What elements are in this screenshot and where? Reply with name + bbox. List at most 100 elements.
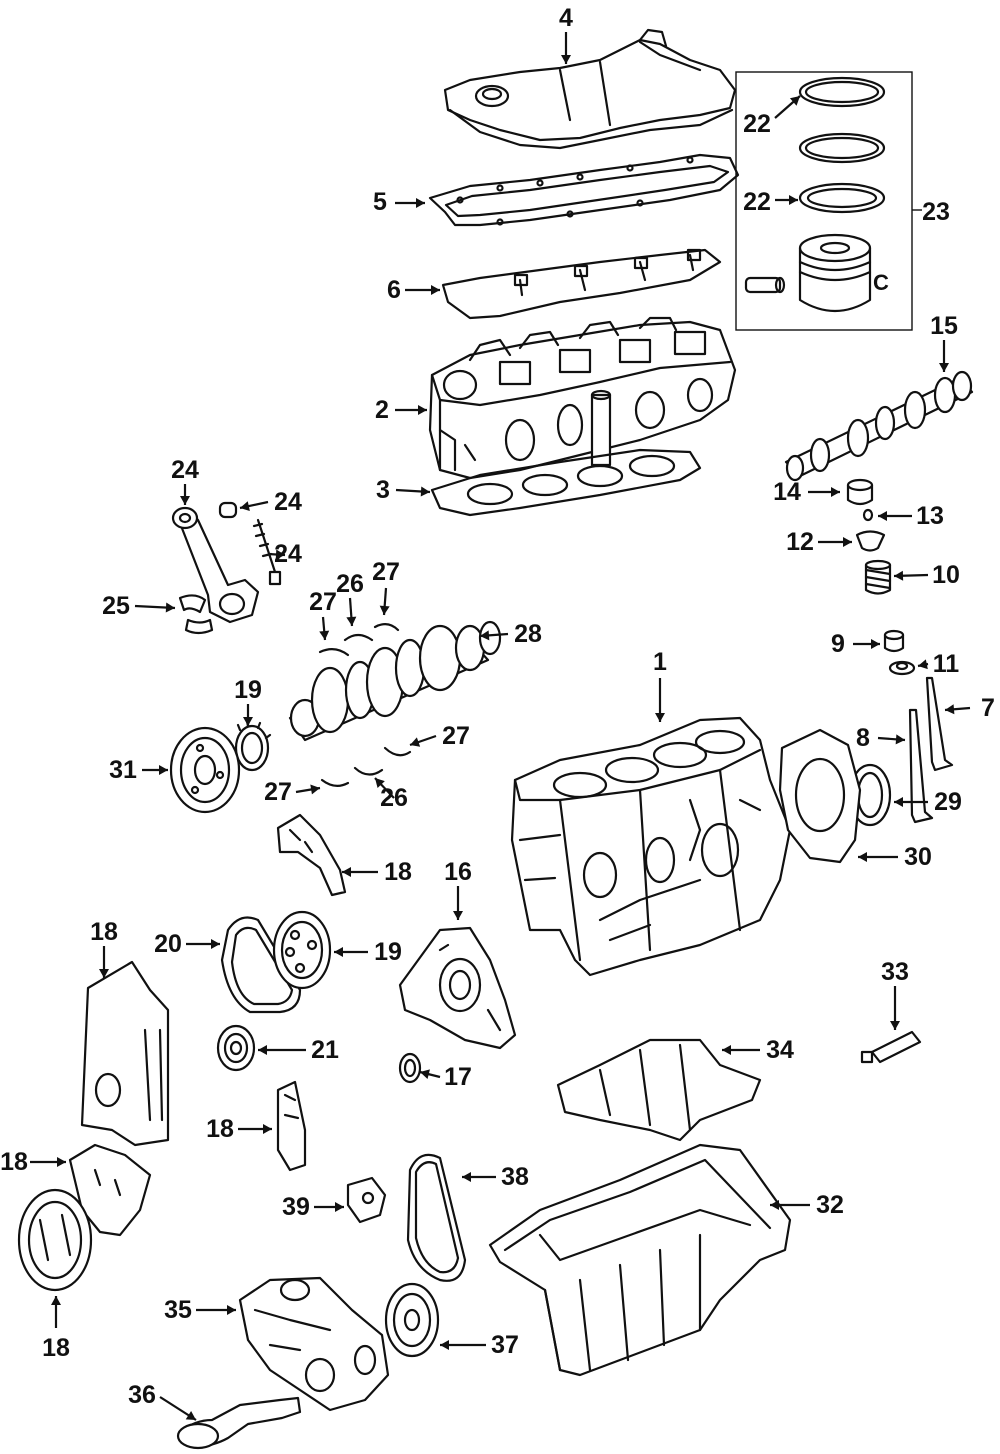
part-oil-pan	[488, 1143, 792, 1377]
part-timing-belt	[220, 916, 302, 1014]
callout-c6: 6	[387, 276, 401, 304]
arrowhead-c20	[211, 939, 220, 949]
part-timing-cover-upper	[276, 813, 347, 897]
arrowhead-c24c	[275, 549, 285, 560]
callout-c18e: 18	[42, 1334, 70, 1362]
arrowhead-c22b	[789, 195, 798, 205]
callout-c16: 16	[444, 858, 472, 886]
callout-c27c: 27	[442, 722, 470, 750]
part-valve-cover	[443, 28, 737, 150]
part-oil-pump	[238, 1276, 390, 1412]
callout-c3: 3	[376, 476, 390, 504]
part-oil-pump-chain	[406, 1153, 467, 1282]
callout-c38: 38	[501, 1163, 529, 1191]
part-pump-sprocket	[384, 1282, 440, 1358]
arrowhead-c14	[831, 487, 840, 497]
arrowhead-c36	[185, 1410, 196, 1420]
arrowhead-c30	[858, 852, 867, 862]
part-engine-block	[510, 716, 792, 977]
arrowhead-c38	[462, 1172, 471, 1182]
arrowhead-c16	[453, 911, 463, 920]
arrowhead-c8	[895, 734, 905, 745]
part-front-seal	[398, 1052, 422, 1084]
callout-c13: 13	[916, 502, 944, 530]
callout-c25: 25	[102, 592, 130, 620]
callout-c37: 37	[491, 1331, 519, 1359]
arrowhead-c9	[871, 639, 880, 649]
callout-c24c: 24	[274, 540, 302, 568]
arrowhead-c15	[939, 363, 949, 372]
arrowhead-c2	[418, 405, 427, 415]
arrowhead-c13	[878, 511, 887, 521]
callout-c31: 31	[109, 756, 137, 784]
arrowhead-c22a	[789, 96, 800, 106]
callout-c26b: 26	[380, 784, 408, 812]
callout-c23: 23	[922, 198, 950, 226]
part-timing-shield	[17, 1188, 93, 1292]
part-crankshaft	[288, 620, 502, 742]
callout-c24b: 24	[274, 488, 302, 516]
callout-c34: 34	[766, 1036, 794, 1064]
callout-c22a: 22	[743, 110, 771, 138]
callout-c9: 9	[831, 630, 845, 658]
arrowhead-c24b	[240, 501, 250, 512]
callout-c19a: 19	[234, 676, 262, 704]
part-cylinder-head	[428, 316, 737, 480]
arrowhead-c18d	[57, 1157, 66, 1167]
callout-c1: 1	[653, 648, 667, 676]
arrowhead-c24a	[180, 496, 190, 505]
part-crank-pulley	[169, 726, 241, 814]
arrowhead-c18a	[342, 867, 351, 877]
callout-c8: 8	[856, 724, 870, 752]
arrowhead-c19a	[243, 717, 253, 726]
arrowhead-c21	[258, 1045, 267, 1055]
callout-c11: 11	[933, 650, 960, 678]
part-valvetrain	[846, 478, 954, 824]
part-tensioner	[216, 1024, 256, 1072]
arrowhead-c18e	[51, 1296, 61, 1305]
callout-c28: 28	[514, 620, 542, 648]
arrowhead-c27b	[379, 605, 390, 615]
arrowhead-c18c	[263, 1124, 272, 1134]
arrowhead-c18b	[99, 969, 109, 978]
arrowhead-c17	[420, 1069, 430, 1080]
callout-c32: 32	[816, 1191, 844, 1219]
arrowhead-c19b	[334, 947, 343, 957]
callout-c2: 2	[375, 396, 389, 424]
part-valve-cover-gasket	[428, 153, 740, 227]
part-crank-sprocket	[234, 719, 272, 772]
callout-c7: 7	[981, 694, 995, 722]
callout-c18c: 18	[206, 1115, 234, 1143]
part-connecting-rod	[171, 501, 282, 635]
part-baffle-plate	[441, 248, 722, 320]
callout-c4: 4	[559, 4, 573, 32]
arrowhead-c34	[722, 1045, 731, 1055]
arrowhead-c32	[770, 1200, 779, 1210]
callout-c19b: 19	[374, 938, 402, 966]
callout-c29: 29	[934, 788, 962, 816]
callout-c36: 36	[128, 1381, 156, 1409]
callout-c27b: 27	[372, 558, 400, 586]
part-main-bearings	[318, 623, 412, 787]
arrowhead-c27c	[410, 737, 421, 747]
callout-c18a: 18	[384, 858, 412, 886]
callout-c39: 39	[282, 1193, 310, 1221]
arrowhead-c29	[894, 797, 903, 807]
callout-c26a: 26	[336, 570, 364, 598]
callout-c18d: 18	[0, 1148, 28, 1176]
part-chain-tensioner	[346, 1176, 387, 1224]
part-cam-sprocket	[272, 910, 332, 990]
callout-c12: 12	[786, 528, 814, 556]
arrowhead-c12	[843, 537, 852, 547]
arrowhead-c39	[335, 1202, 344, 1212]
arrowhead-c35	[227, 1305, 236, 1315]
callout-c22b: 22	[743, 188, 771, 216]
arrowhead-c26b	[375, 778, 385, 788]
arrowhead-c7	[945, 704, 955, 715]
arrowhead-c27a	[319, 630, 330, 640]
part-timing-cover-rear	[276, 1080, 307, 1172]
part-piston-kit	[735, 71, 922, 331]
arrowhead-c10	[894, 570, 904, 581]
arrowhead-c31	[159, 765, 168, 775]
